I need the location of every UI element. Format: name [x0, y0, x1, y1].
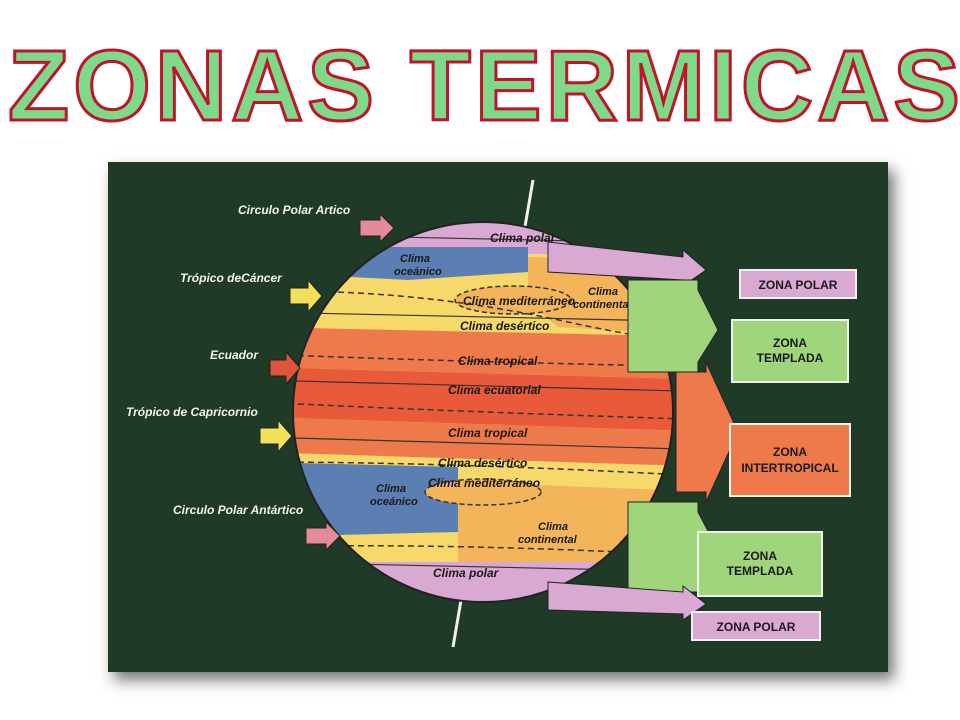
- arrow-tropico-cancer: [289, 278, 323, 314]
- label-tropico-capricornio: Trópico de Capricornio: [126, 405, 258, 419]
- label-ecuatorial: Clima ecuatorial: [448, 383, 541, 397]
- label-ecuador: Ecuador: [210, 348, 259, 362]
- zone-templada-s-1: ZONA: [743, 549, 777, 563]
- label-continental-n-1: Clima: [588, 286, 618, 298]
- band-oceanic-s: [293, 462, 458, 537]
- mediterranean-n: [454, 285, 572, 315]
- label-clima-polar-s: Clima polar: [433, 566, 500, 580]
- globe-outline: [292, 221, 674, 603]
- arrow-zone-polar-n: [547, 241, 707, 287]
- label-oceanico-s-2: oceánico: [370, 496, 418, 508]
- label-desertico-s: Clima desértico: [438, 456, 527, 470]
- label-circulo-polar-antartico: Circulo Polar Antártico: [173, 503, 303, 517]
- zone-templada-n-1: ZONA: [773, 336, 807, 350]
- diagram-panel: Clima polar Clima oceánico Clima contine…: [108, 162, 888, 672]
- label-tropical-s: Clima tropical: [448, 426, 528, 440]
- band-tropical-s: [293, 417, 673, 467]
- zone-polar-s-text: ZONA POLAR: [717, 620, 796, 634]
- arrow-zone-templada-n: [627, 279, 719, 373]
- label-mediterraneo-s: Clima mediterráneo: [428, 476, 540, 490]
- label-continental-n-2: continental: [573, 299, 633, 311]
- globe: [293, 222, 673, 602]
- label-oceanico-s-1: Clima: [376, 483, 406, 495]
- thermal-zones-diagram: Clima polar Clima oceánico Clima contine…: [126, 179, 857, 648]
- box-zona-templada-s: [697, 531, 823, 597]
- box-zona-polar-n: [739, 269, 857, 299]
- label-tropico-cancer: Trópico deCáncer: [180, 271, 283, 285]
- box-zona-intertropical: [729, 423, 851, 497]
- box-zona-templada-n: [731, 319, 849, 383]
- title-text: ZONAS TERMICAS: [8, 30, 960, 142]
- arrow-polar-antartico: [305, 520, 341, 552]
- label-continental-s-1: Clima: [538, 521, 568, 533]
- zone-intertropical-2: INTERTROPICAL: [741, 461, 838, 475]
- zone-templada-s-2: TEMPLADA: [727, 564, 794, 578]
- label-oceanico-n-1: Clima: [400, 253, 430, 265]
- page-title: ZONAS TERMICAS: [7, 29, 960, 144]
- label-clima-polar-n: Clima polar: [490, 231, 557, 245]
- arrow-polar-artico: [359, 212, 395, 244]
- zone-intertropical-1: ZONA: [773, 445, 807, 459]
- label-tropical-n: Clima tropical: [458, 354, 538, 368]
- arrow-tropico-capricornio: [259, 418, 293, 454]
- zone-templada-n-2: TEMPLADA: [757, 351, 824, 365]
- arrow-zone-intertropical: [675, 361, 739, 503]
- arrow-ecuador: [269, 350, 301, 386]
- label-mediterraneo-n: Clima mediterráneo: [463, 294, 575, 308]
- label-oceanico-n-2: oceánico: [394, 266, 442, 278]
- zone-polar-n-text: ZONA POLAR: [759, 278, 838, 292]
- label-circulo-polar-artico: Circulo Polar Artico: [238, 203, 350, 217]
- label-desertico-n: Clima desértico: [460, 319, 549, 333]
- box-zona-polar-s: [691, 611, 821, 641]
- label-continental-s-2: continental: [518, 534, 578, 546]
- band-tropical-n: [293, 327, 673, 380]
- mediterranean-s: [424, 478, 542, 506]
